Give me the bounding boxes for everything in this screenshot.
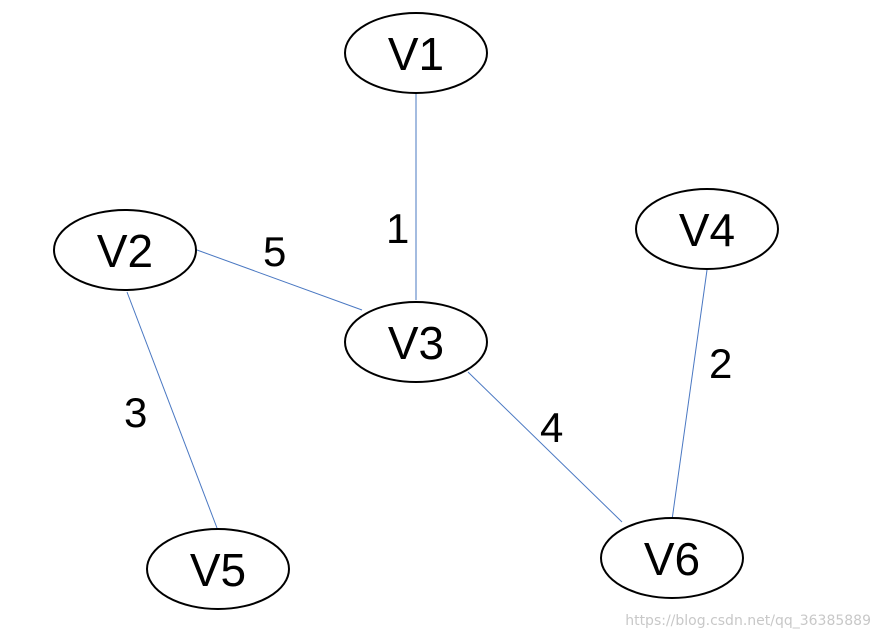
edge-v2-v3 [196, 249, 363, 311]
edge-weight-v1-v3: 1 [386, 205, 409, 252]
edge-v4-v6 [671, 269, 708, 521]
edge-weight-v4-v6: 2 [709, 340, 732, 387]
edge-weight-v2-v5: 3 [124, 389, 147, 436]
watermark-text: https://blog.csdn.net/qq_36385889 [625, 613, 871, 629]
node-label: V4 [679, 204, 735, 256]
node-v4: V4 [635, 188, 779, 270]
node-label: V6 [644, 533, 700, 585]
node-label: V1 [388, 28, 444, 80]
edge-weight-v2-v3: 5 [263, 228, 286, 275]
node-v3: V3 [344, 301, 488, 383]
edge-v2-v5 [126, 291, 218, 529]
node-v5: V5 [146, 528, 290, 610]
node-v6: V6 [600, 517, 744, 599]
edge-v3-v6 [467, 371, 623, 523]
node-v2: V2 [53, 209, 197, 291]
edge-weight-v3-v6: 4 [540, 404, 563, 451]
node-v1: V1 [344, 12, 488, 94]
node-label: V5 [190, 544, 246, 596]
node-label: V3 [388, 317, 444, 369]
node-label: V2 [97, 225, 153, 277]
